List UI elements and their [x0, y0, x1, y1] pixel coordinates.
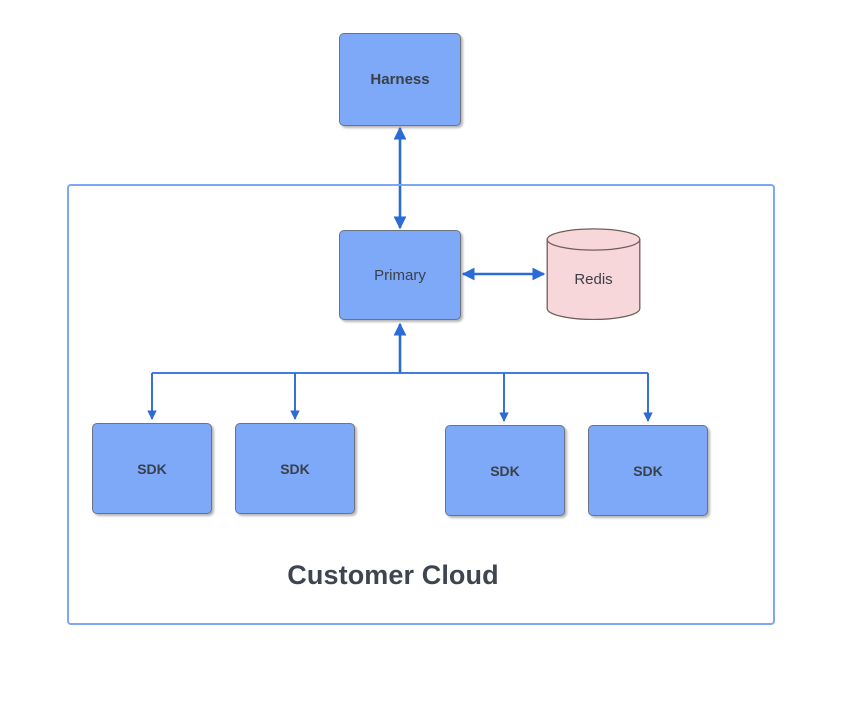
customer-cloud-label: Customer Cloud: [287, 560, 499, 590]
customer-cloud-container: [67, 184, 775, 625]
cylinder-icon: [546, 228, 641, 320]
node-sdk-4-label: SDK: [633, 462, 663, 479]
node-redis[interactable]: Redis: [546, 228, 641, 320]
node-sdk-1-label: SDK: [137, 460, 167, 477]
node-redis-label: Redis: [574, 270, 613, 288]
node-sdk-2[interactable]: SDK: [235, 423, 355, 514]
node-primary[interactable]: Primary: [339, 230, 461, 320]
node-sdk-2-label: SDK: [280, 460, 310, 477]
node-harness-label: Harness: [370, 71, 430, 88]
node-harness[interactable]: Harness: [339, 33, 461, 126]
node-sdk-3-label: SDK: [490, 462, 520, 479]
node-sdk-4[interactable]: SDK: [588, 425, 708, 516]
node-sdk-3[interactable]: SDK: [445, 425, 565, 516]
node-sdk-1[interactable]: SDK: [92, 423, 212, 514]
node-primary-label: Primary: [374, 266, 426, 284]
